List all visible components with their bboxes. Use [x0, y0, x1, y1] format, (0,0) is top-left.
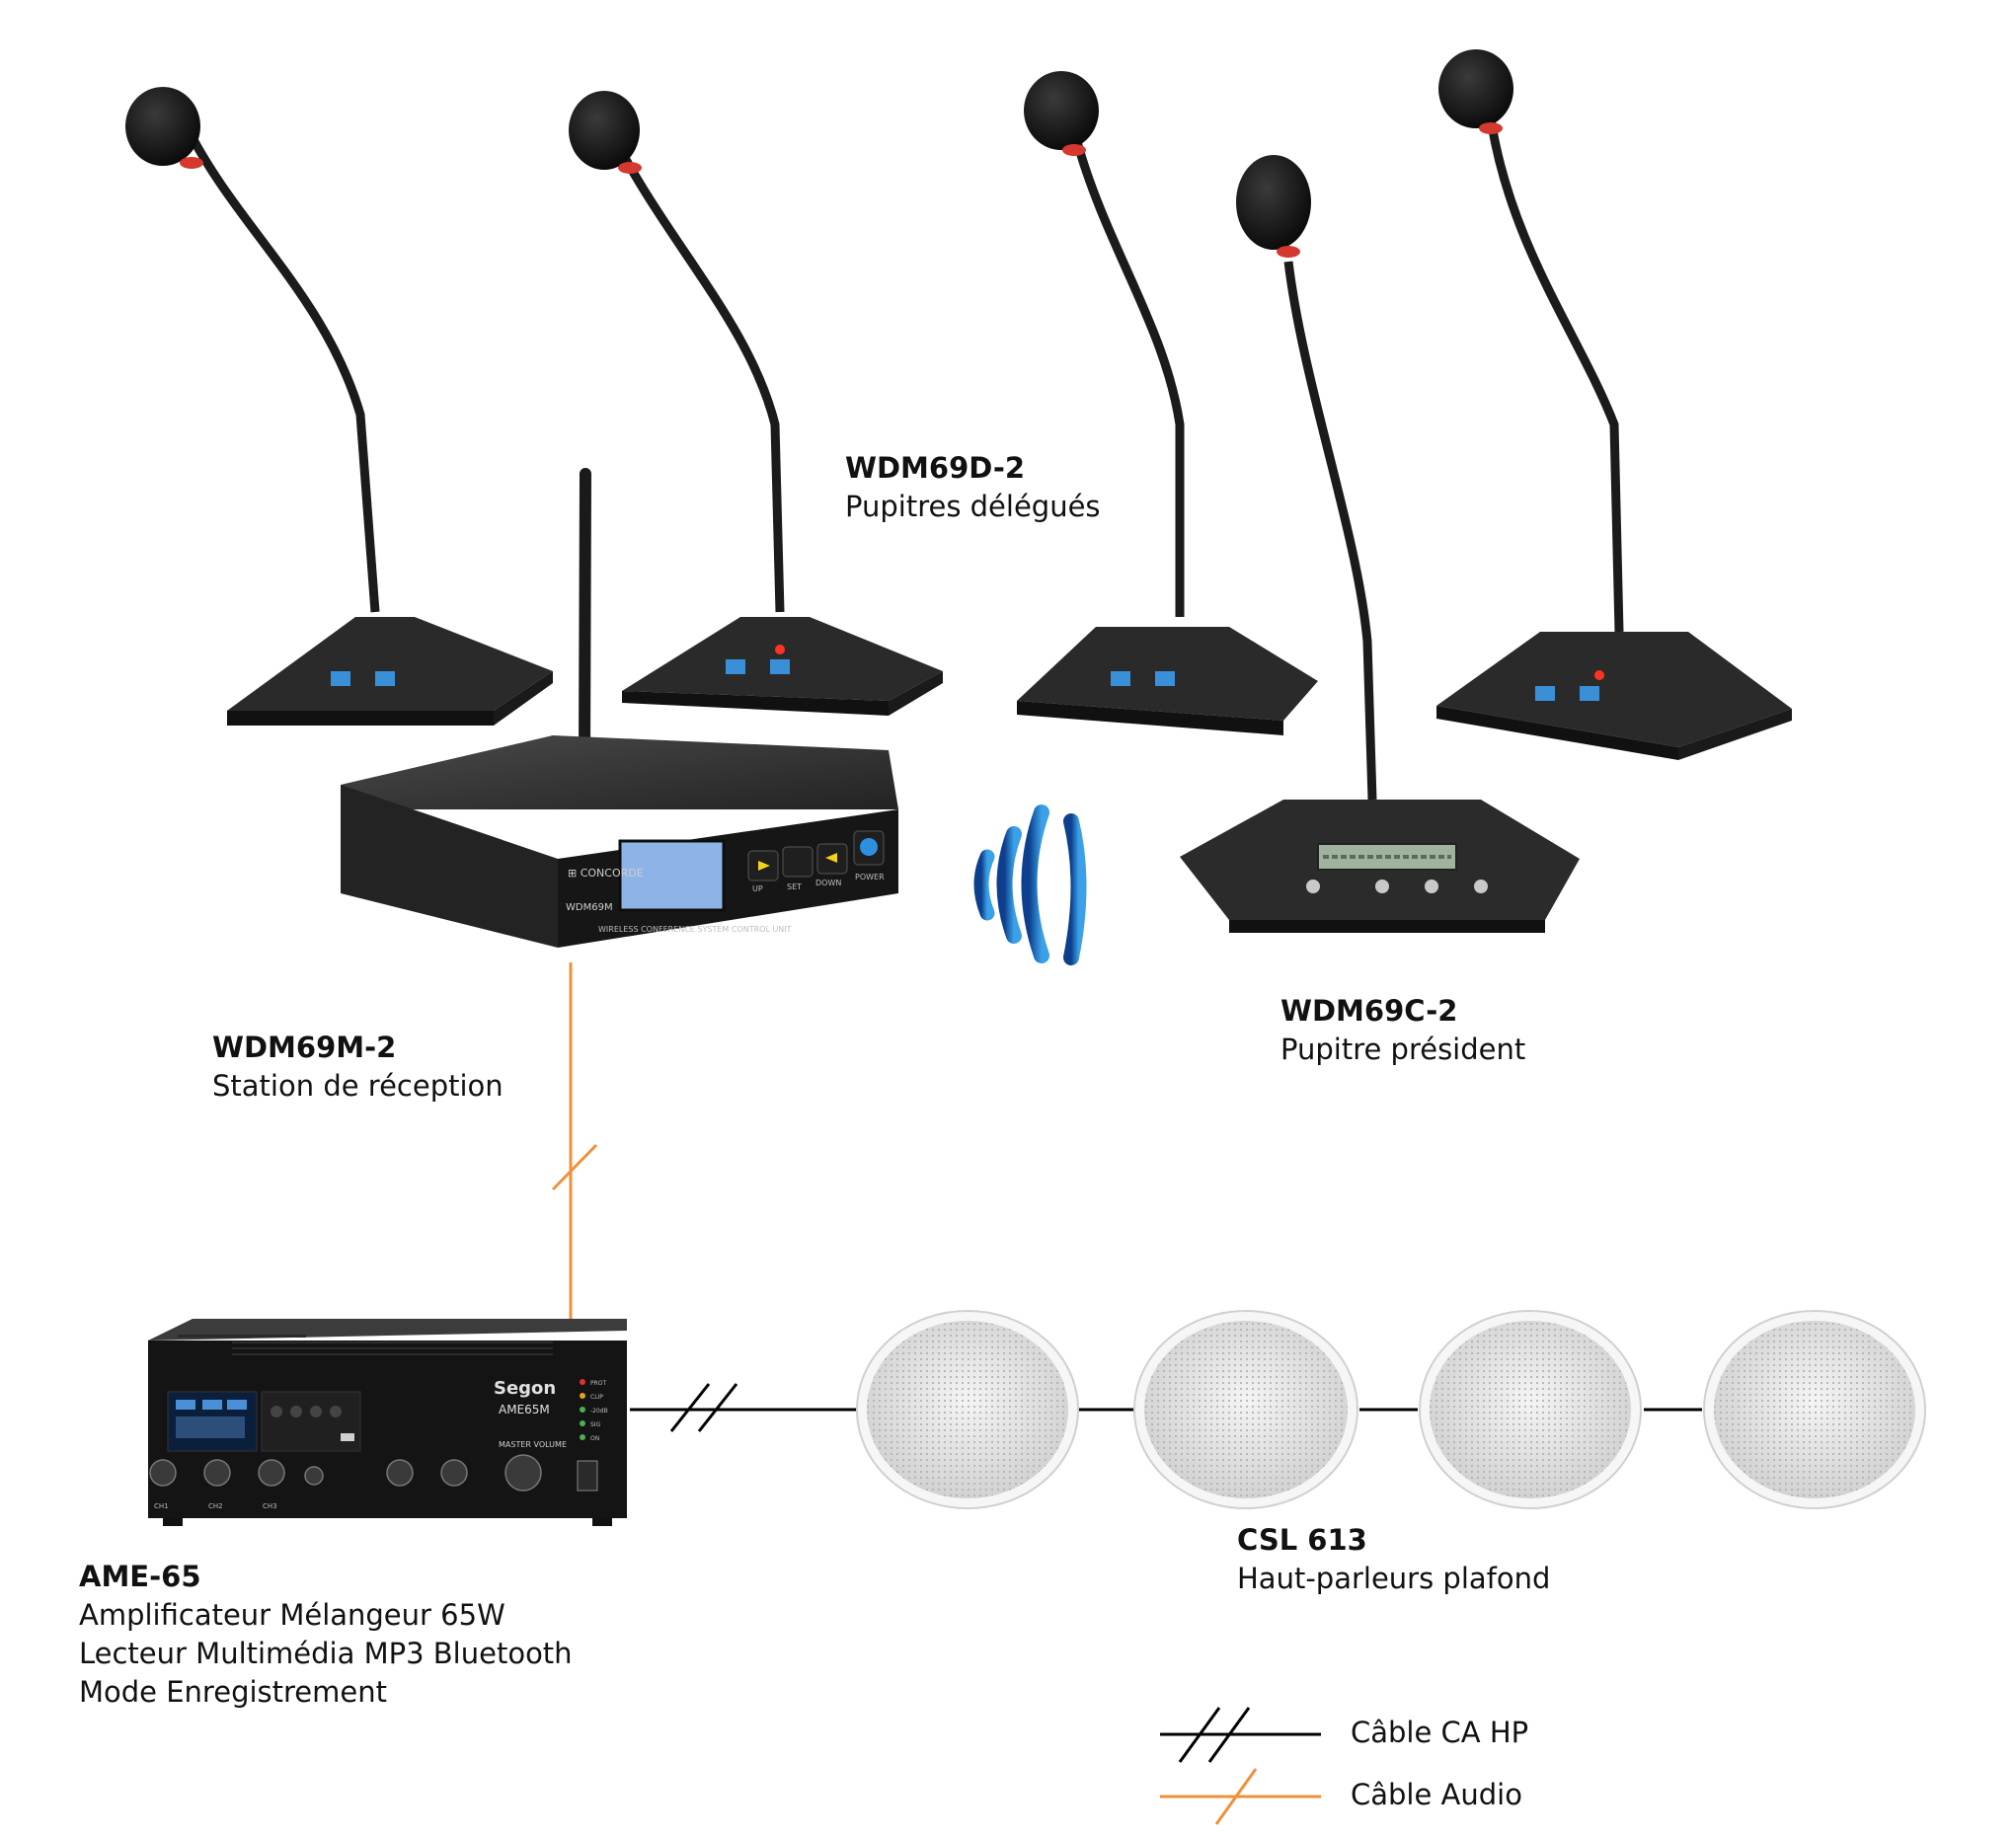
speakers-label: CSL 613 Haut-parleurs plafond [1237, 1521, 1550, 1598]
ceiling-speaker [856, 1310, 1079, 1509]
receiver-button-label: SET [787, 882, 802, 891]
president-desc: Pupitre président [1280, 1033, 1526, 1066]
amp-channel-label: CH1 [154, 1502, 169, 1510]
receiver-model: WDM69M-2 [212, 1031, 397, 1064]
amp-channel-label: CH3 [263, 1502, 277, 1510]
amp-led-label: -20dB [590, 1408, 608, 1415]
receiver-model-marking: WDM69M [566, 902, 613, 913]
amp-led-label: ON [590, 1435, 599, 1442]
amp-brand-marking: Segon [494, 1378, 556, 1399]
delegates-desc: Pupitres délégués [845, 490, 1101, 523]
receiver-brand-logo: ⊞ CONCORDE [568, 867, 644, 880]
receiver-station: ⊞ CONCORDE WDM69M WIRELESS CONFERENCE SY… [341, 468, 898, 948]
receiver-front-marking: WIRELESS CONFERENCE SYSTEM CONTROL UNIT [598, 925, 792, 934]
delegates-model: WDM69D-2 [845, 451, 1026, 485]
president-model: WDM69C-2 [1280, 994, 1458, 1028]
amp-led-label: PROT [590, 1380, 607, 1387]
ceiling-speaker [1419, 1310, 1642, 1509]
wireless-signal-icon [973, 804, 1087, 965]
amp-led-label: SIG [590, 1421, 601, 1428]
receiver-button-label: DOWN [815, 879, 841, 887]
ceiling-speaker [1703, 1310, 1926, 1509]
legend-audio-cable-line [1160, 1768, 1321, 1825]
receiver-button-label: UP [752, 884, 763, 893]
delegate-microphone [125, 87, 553, 726]
delegate-microphone [569, 91, 943, 716]
amplifier-desc-line: Amplificateur Mélangeur 65W [79, 1598, 505, 1632]
delegate-microphone [1436, 49, 1792, 760]
receiver-label: WDM69M-2 Station de réception [212, 1029, 504, 1106]
amplifier-label: AME-65 Amplificateur Mélangeur 65W Lecte… [79, 1558, 573, 1712]
legend-speaker-cable-line [1160, 1707, 1321, 1763]
amplifier-desc-line: Lecteur Multimédia MP3 Bluetooth [79, 1637, 573, 1670]
speakers-desc: Haut-parleurs plafond [1237, 1562, 1551, 1595]
audio-cable [551, 962, 598, 1323]
speaker-cable [630, 1383, 1702, 1432]
legend-audio-cable-label: Câble Audio [1351, 1778, 1522, 1811]
delegate-microphone [1017, 71, 1318, 735]
receiver-desc: Station de réception [212, 1069, 504, 1103]
amplifier-model: AME-65 [79, 1560, 201, 1593]
legend-speaker-cable-label: Câble CA HP [1351, 1716, 1529, 1749]
president-label: WDM69C-2 Pupitre président [1280, 992, 1525, 1069]
amp-channel-label: CH2 [208, 1502, 223, 1510]
receiver-button-label: POWER [855, 873, 885, 881]
amp-led-label: CLIP [590, 1394, 603, 1401]
amplifier-unit: Segon AME65M MASTER VOLUME PROT CLIP -20… [148, 1319, 627, 1526]
amplifier-desc-line: Mode Enregistrement [79, 1675, 387, 1709]
amp-volume-marking: MASTER VOLUME [499, 1440, 567, 1449]
president-microphone [1180, 155, 1580, 933]
amp-model-marking: AME65M [499, 1403, 550, 1417]
speakers-model: CSL 613 [1237, 1523, 1367, 1557]
ceiling-speaker [1133, 1310, 1358, 1509]
delegates-label: WDM69D-2 Pupitres délégués [845, 449, 1101, 526]
